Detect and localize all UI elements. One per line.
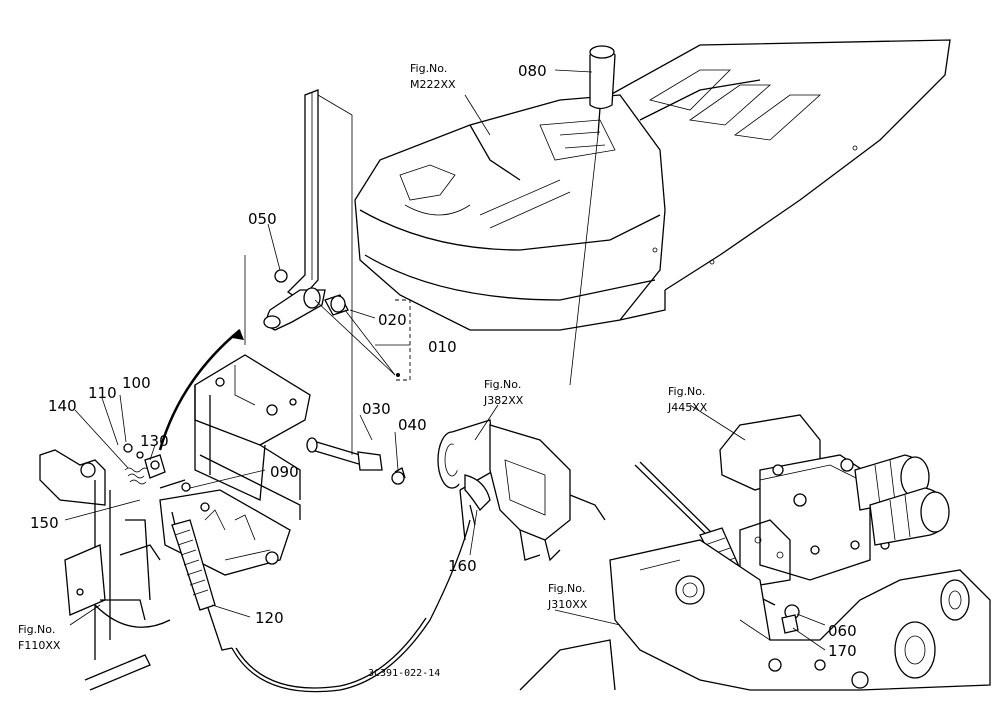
callout-130: 130 bbox=[140, 432, 169, 450]
operator-console bbox=[354, 39, 951, 331]
callout-150: 150 bbox=[30, 514, 59, 532]
callout-020: 020 bbox=[378, 311, 407, 329]
callout-080: 080 bbox=[518, 62, 547, 80]
callout-010: 010 bbox=[428, 338, 457, 356]
cable-bracket bbox=[437, 419, 606, 562]
callout-170: 170 bbox=[828, 642, 857, 660]
clamp-160 bbox=[464, 474, 491, 512]
callout-leaders bbox=[64, 69, 826, 651]
fig-ref-j382-title: Fig.No. bbox=[484, 378, 521, 391]
callout-060: 060 bbox=[828, 622, 857, 640]
callout-120: 120 bbox=[255, 609, 284, 627]
small-parts bbox=[123, 443, 191, 492]
fig-ref-j445-title: Fig.No. bbox=[668, 385, 705, 398]
callout-100: 100 bbox=[122, 374, 151, 392]
fig-ref-f110-title: Fig.No. bbox=[18, 623, 55, 636]
left-frame bbox=[39, 449, 171, 691]
control-cable bbox=[171, 502, 471, 693]
callout-110: 110 bbox=[88, 384, 117, 402]
bracket bbox=[194, 354, 311, 520]
washer-050 bbox=[274, 269, 288, 283]
callout-050: 050 bbox=[248, 210, 277, 228]
fig-ref-f110-code: F110XX bbox=[18, 639, 61, 652]
clip-170 bbox=[781, 614, 799, 634]
fig-ref-j445-code: J445XX bbox=[667, 401, 708, 414]
valve-assembly bbox=[719, 414, 950, 586]
motion-arrow bbox=[158, 329, 244, 451]
callout-090: 090 bbox=[270, 463, 299, 481]
transmission-housing bbox=[519, 539, 991, 691]
ref-leaders bbox=[69, 94, 746, 626]
callout-160: 160 bbox=[448, 557, 477, 575]
guide-lines bbox=[244, 94, 396, 455]
fig-ref-j382-code: J382XX bbox=[483, 394, 524, 407]
fig-ref-j310-code: J310XX bbox=[547, 598, 588, 611]
callout-040: 040 bbox=[398, 416, 427, 434]
pivot-shaft bbox=[306, 437, 406, 485]
fig-ref-j310-title: Fig.No. bbox=[548, 582, 585, 595]
spring-140 bbox=[124, 467, 150, 485]
fig-ref-m222-title: Fig.No. bbox=[410, 62, 447, 75]
fig-ref-m222-code: M222XX bbox=[410, 78, 456, 91]
callout-030: 030 bbox=[362, 400, 391, 418]
bolt-040 bbox=[391, 471, 405, 485]
drawing-code: 3C391-022-14 bbox=[368, 668, 440, 679]
callout-140: 140 bbox=[48, 397, 77, 415]
lever-assembly bbox=[263, 89, 349, 331]
assembly-bracket-010 bbox=[395, 299, 411, 381]
shift-knob bbox=[569, 45, 616, 386]
